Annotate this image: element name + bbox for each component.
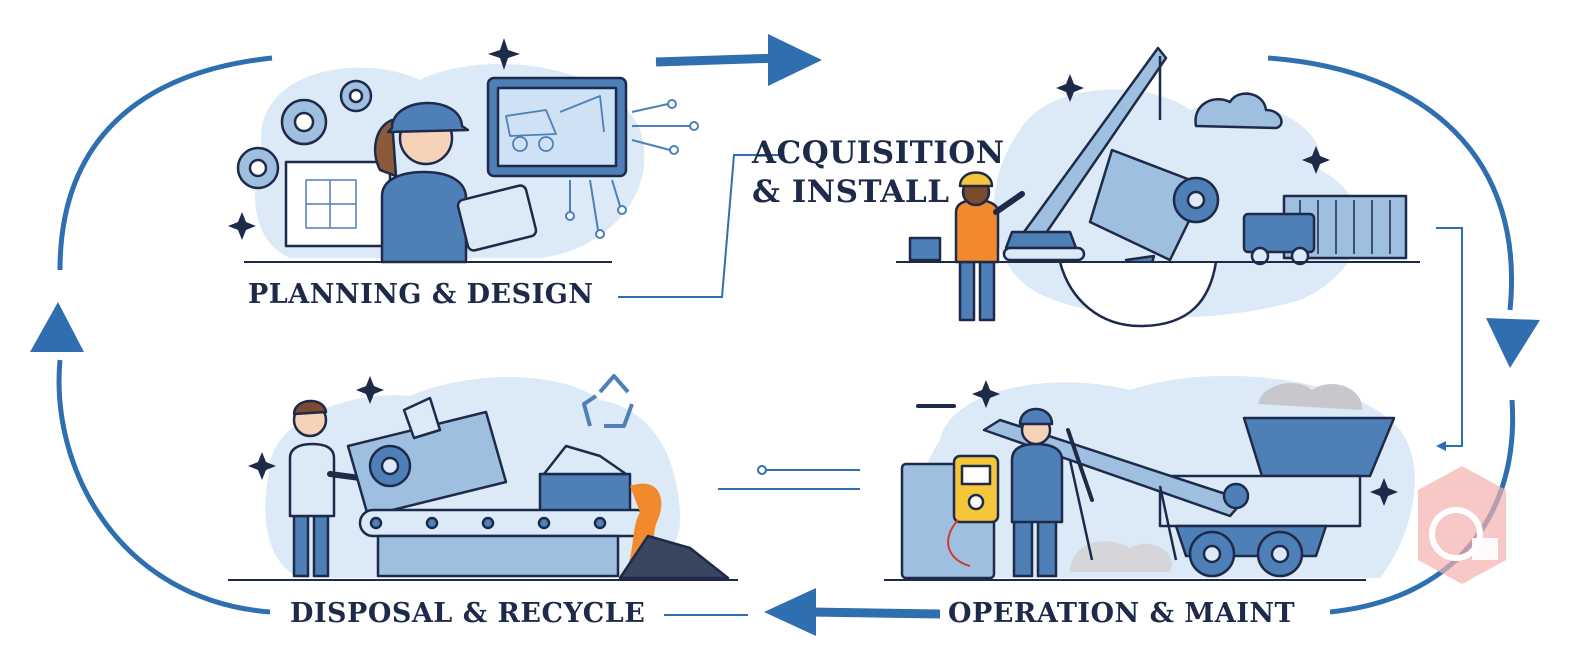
arrowhead-left-up [30, 302, 84, 352]
scrap-machine-icon [346, 396, 508, 518]
wrench-icon [916, 404, 1094, 502]
gear-icon [236, 79, 373, 190]
circuit-icon [565, 99, 699, 239]
planning-illustration [236, 64, 699, 264]
arrow-right-down [1267, 55, 1514, 311]
arrow-left-upper [57, 55, 273, 271]
arrowhead-top-right [768, 34, 822, 86]
stage-label-acquisition-line2: & INSTALL [752, 173, 950, 210]
stage-label-operation: OPERATION & MAINT [948, 598, 1296, 629]
recycle-icon [582, 374, 634, 428]
molten-metal-icon [618, 483, 730, 580]
arrow-bottom-left [809, 607, 941, 619]
worker-icon [954, 171, 1025, 322]
stage-label-planning: PLANNING & DESIGN [248, 279, 594, 310]
worker-icon [288, 399, 363, 578]
drill-rig-icon [1088, 148, 1220, 308]
disposal-illustration [228, 374, 738, 581]
stage-label-acquisition: ACQUISITION & INSTALL [752, 134, 1005, 212]
conveyor-belt-icon [358, 508, 652, 578]
toolbox-icon [908, 236, 942, 262]
stage-label-acquisition-line1: ACQUISITION [752, 135, 1005, 171]
sparkle-icon [1302, 146, 1330, 174]
arrowhead-bottom-left [764, 588, 816, 636]
watermark-logo-icon [1418, 466, 1506, 584]
sparkle-icon [972, 380, 1000, 408]
dump-truck-icon [505, 95, 605, 152]
arrowhead-right-down [1486, 318, 1540, 368]
arrow-top-right [655, 53, 781, 67]
multimeter-icon [900, 454, 1000, 580]
sparkle-icon [228, 212, 256, 240]
acquisition-illustration [896, 46, 1420, 328]
excavation-pit [1058, 261, 1218, 328]
stage-label-disposal: DISPOSAL & RECYCLE [290, 598, 646, 629]
sparkle-icon [488, 38, 520, 70]
dust-cloud-icon [1070, 382, 1363, 572]
arrow-left-up [56, 359, 271, 615]
engineer-icon [373, 101, 470, 264]
connector-lines [618, 154, 1463, 616]
tablet-icon [456, 184, 538, 252]
conveyor-icon [982, 418, 1250, 561]
crane-icon [1002, 46, 1168, 262]
sparkle-icon [1370, 478, 1398, 506]
sparkle-icon [248, 452, 276, 480]
operation-illustration [884, 375, 1415, 581]
cloud-icon [1194, 92, 1283, 130]
truck-icon [1242, 212, 1316, 266]
sparkle-icon [356, 376, 384, 404]
connector-acquisition-operation [1436, 227, 1463, 451]
sparkle-decorations [228, 38, 1398, 506]
monitor-icon [486, 76, 628, 178]
technician-icon [1010, 407, 1064, 578]
connector-planning-acquisition [618, 154, 780, 298]
connector-dot [757, 465, 767, 475]
sparkle-icon [1056, 74, 1084, 102]
blueprint-icon [284, 160, 392, 248]
